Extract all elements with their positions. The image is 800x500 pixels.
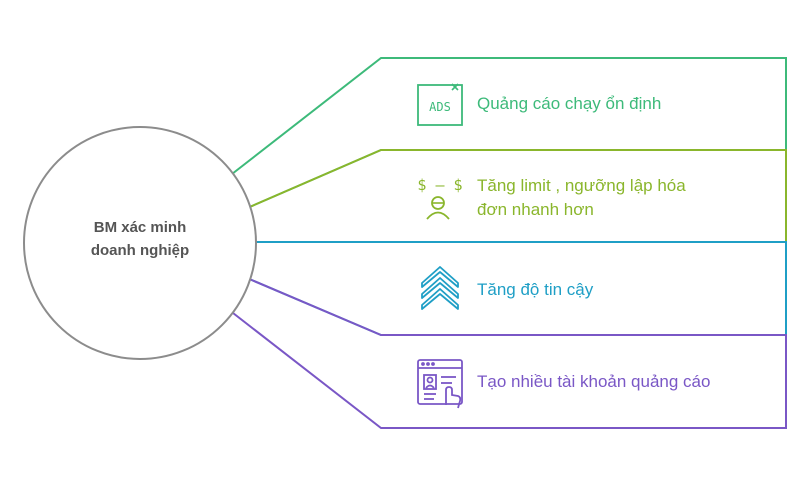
ads-icon-text: ADS [429,100,451,114]
branch-2-label: Tăng limit , ngưỡng lập hóa đơn nhanh hơ… [477,174,686,222]
branch-2-label-line-1: Tăng limit , ngưỡng lập hóa [477,176,686,195]
chevrons-up-icon [421,266,459,310]
center-label: BM xác minh doanh nghiệp [40,216,240,262]
ads-icon: ADS [417,83,463,126]
branch-1-label: Quảng cáo chạy ổn định [477,94,662,113]
center-circle [23,126,257,360]
money-person-icon: $ – $ [417,176,463,220]
money-icon-text: $ – $ [417,176,462,194]
branch-2-label-line-2: đơn nhanh hơn [477,200,594,219]
branch-3-label: Tăng độ tin cậy [477,280,594,299]
center-label-line-1: BM xác minh [93,219,187,236]
browser-account-icon [417,359,463,409]
branch-4-outline [232,277,787,429]
center-label-line-2: doanh nghiệp [90,242,190,259]
branch-4-label: Tạo nhiều tài khoản quảng cáo [477,372,711,391]
